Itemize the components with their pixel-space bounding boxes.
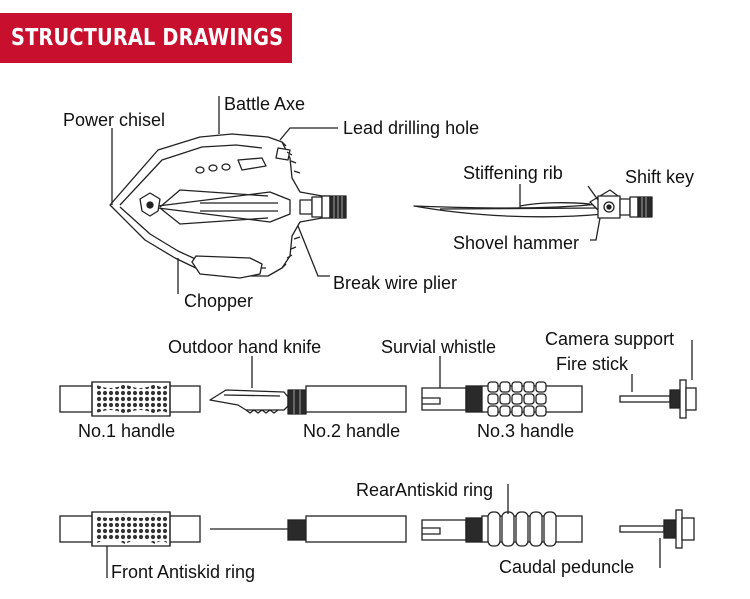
label-rear-antiskid-ring: RearAntiskid ring [356, 480, 494, 500]
leader-lines [106, 96, 693, 578]
no2-handle-shape [305, 385, 407, 413]
label-no3-handle: No.3 handle [477, 421, 575, 441]
fire-stick-shape [619, 379, 697, 419]
label-fire-stick: Fire stick [556, 354, 628, 374]
no1-handle-shape [59, 381, 201, 417]
rear-antiskid-ring-assembly [421, 511, 583, 547]
page-title: STRUCTURAL DRAWINGS [11, 25, 284, 51]
label-survial-whistle: Survial whistle [381, 337, 497, 357]
caudal-peduncle-shape [619, 509, 695, 549]
front-antiskid-ring-assembly [59, 511, 201, 547]
label-lead-drilling-hole: Lead drilling hole [343, 118, 480, 138]
label-shovel-hammer: Shovel hammer [453, 233, 580, 253]
label-no2-handle: No.2 handle [303, 421, 401, 441]
rod-and-second-handle [210, 515, 407, 543]
label-stiffening-rib: Stiffening rib [463, 163, 563, 183]
label-front-antiskid-ring: Front Antiskid ring [111, 562, 256, 582]
label-shift-key: Shift key [625, 167, 695, 187]
outdoor-hand-knife-shape [209, 389, 307, 415]
label-break-wire-plier: Break wire plier [333, 273, 458, 293]
shovel-head-side-view [413, 189, 653, 219]
title-banner: STRUCTURAL DRAWINGS [0, 13, 292, 63]
label-battle-axe: Battle Axe [224, 94, 306, 114]
label-power-chisel: Power chisel [63, 110, 166, 130]
shovel-head-front-view [109, 133, 347, 279]
label-chopper: Chopper [184, 291, 254, 311]
label-caudal-peduncle: Caudal peduncle [499, 557, 635, 577]
label-camera-support: Camera support [545, 329, 675, 349]
no3-handle-shape [481, 381, 583, 417]
survial-whistle-shape [421, 385, 483, 413]
label-no1-handle: No.1 handle [78, 421, 176, 441]
label-outdoor-hand-knife: Outdoor hand knife [168, 337, 322, 357]
